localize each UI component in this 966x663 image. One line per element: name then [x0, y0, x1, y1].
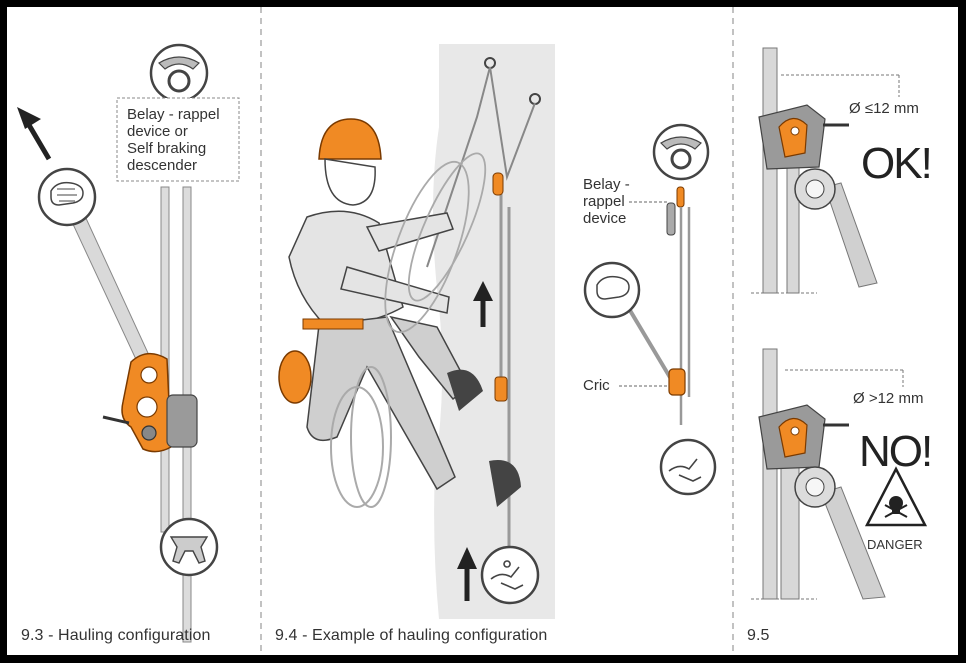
up-arrow-icon — [473, 281, 493, 327]
cric-label: Cric — [583, 377, 610, 394]
up-arrow-icon — [457, 547, 477, 601]
callout-line-1: Belay - rappel — [127, 106, 220, 123]
callout-line-3: Self braking — [127, 140, 207, 157]
no-verdict: NO! — [859, 427, 933, 476]
panel-9-3-illustration — [17, 43, 240, 643]
belay-label-line-1: Belay - — [583, 176, 630, 193]
climber-icon — [480, 545, 540, 605]
belay-device-orange — [102, 353, 198, 453]
belay-setup-diagram — [583, 123, 717, 496]
fist-icon — [583, 261, 641, 319]
ok-example — [751, 47, 900, 294]
helmet — [318, 118, 382, 160]
chalk-bag — [278, 350, 312, 404]
danger-skull-icon — [864, 466, 928, 527]
callout-box — [116, 97, 240, 182]
no-example — [751, 348, 928, 600]
up-arrow-icon — [17, 107, 52, 161]
diagram-canvas — [17, 7, 928, 655]
climber-icon — [659, 438, 717, 496]
harness-icon — [159, 517, 219, 577]
manual-page: Belay - rappel device or Self braking de… — [7, 7, 958, 655]
caption-9-5: 9.5 — [747, 627, 770, 644]
caption-9-3: 9.3 - Hauling configuration — [21, 627, 211, 644]
caption-9-4: 9.4 - Example of hauling configuration — [275, 627, 548, 644]
belay-label-line-3: device — [583, 210, 627, 227]
rock-wall — [433, 44, 555, 619]
ok-verdict: OK! — [861, 139, 933, 188]
anchor-ring-icon — [652, 123, 710, 181]
danger-label: DANGER — [867, 537, 923, 552]
cric-device — [668, 368, 686, 396]
diameter-no-label: Ø >12 mm — [853, 390, 924, 407]
fist-icon — [37, 167, 97, 227]
rope-right-strand — [182, 186, 192, 533]
callout-line-4: descender — [127, 157, 198, 174]
belay-label-line-2: rappel — [583, 193, 625, 210]
panel-9-4-illustration — [278, 44, 717, 619]
diameter-ok-label: Ø ≤12 mm — [849, 100, 919, 117]
anchor-ring-icon — [149, 43, 209, 103]
climber-figure — [278, 118, 521, 508]
callout-line-2: device or — [127, 123, 188, 140]
panel-9-5-illustration — [751, 47, 928, 600]
